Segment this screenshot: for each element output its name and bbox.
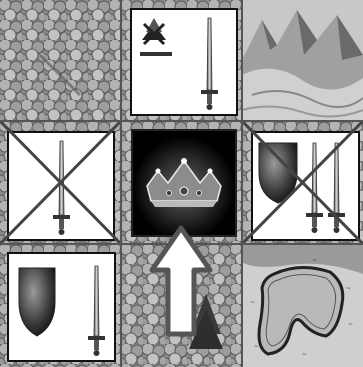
tile-forest[interactable] <box>0 244 121 367</box>
tile-forest[interactable] <box>242 121 363 244</box>
card-crown[interactable] <box>131 129 237 237</box>
svg-text:~: ~ <box>346 285 351 292</box>
tile-forest[interactable] <box>121 0 242 121</box>
sword-icon <box>201 18 218 110</box>
cross-mark <box>242 121 363 244</box>
svg-text:~: ~ <box>312 257 317 264</box>
grid-line <box>241 0 243 367</box>
svg-text:~: ~ <box>302 351 307 358</box>
card-shield-sword[interactable] <box>7 252 116 362</box>
svg-text:~: ~ <box>254 343 259 350</box>
arrow-up-icon[interactable] <box>148 224 214 338</box>
grid-line <box>0 120 363 122</box>
card-fort-sword[interactable] <box>130 8 238 116</box>
shield-icon <box>19 268 55 336</box>
svg-text:~: ~ <box>250 299 255 306</box>
svg-text:~: ~ <box>348 321 353 328</box>
tile-forest[interactable] <box>0 121 121 244</box>
cross-mark <box>0 121 121 244</box>
tile-mountains[interactable] <box>242 0 363 121</box>
grid-line <box>120 0 122 367</box>
tile-lake[interactable]: ~ ~ ~ ~ ~ ~ <box>242 244 363 367</box>
tile-forest[interactable] <box>0 0 121 121</box>
fort-icon <box>140 18 172 56</box>
sword-icon <box>88 266 105 356</box>
